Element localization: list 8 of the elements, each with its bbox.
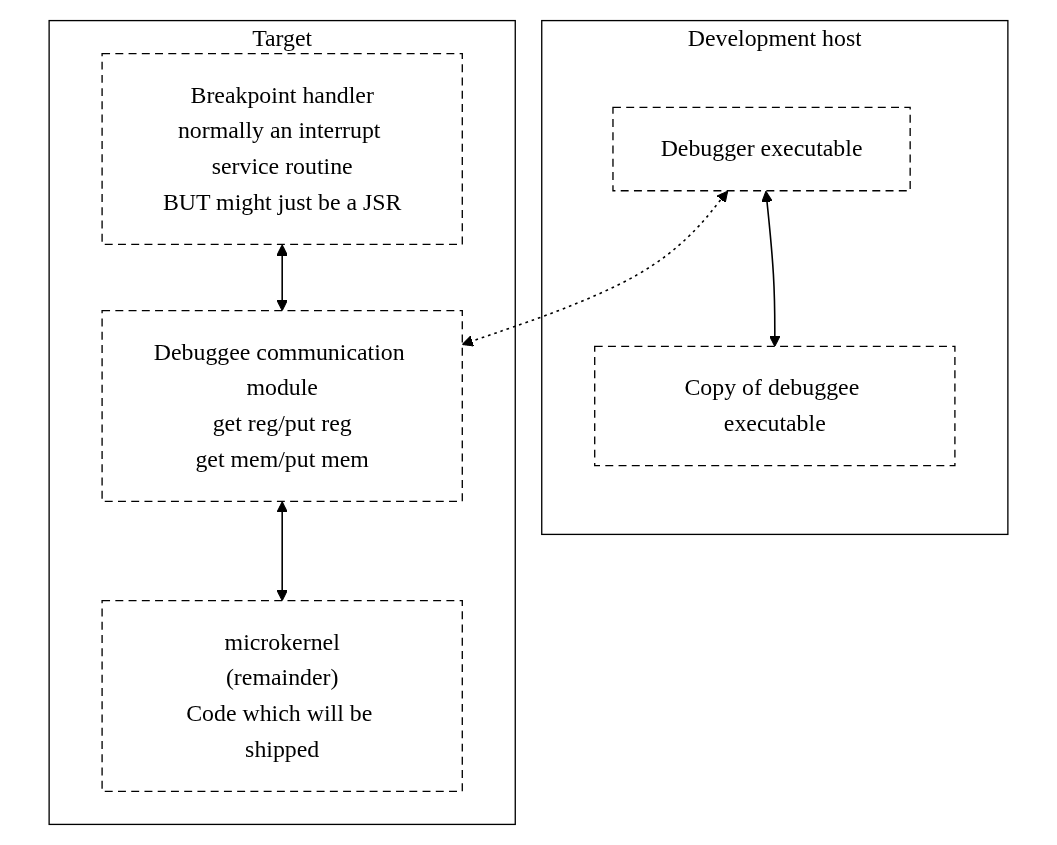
node-box: Breakpoint handler normally an interrupt service routine BUT might just be a JSR xyxy=(101,53,463,246)
node-box: microkernel (remainder) Code which will be shipped xyxy=(101,599,463,792)
arrow xyxy=(276,501,288,602)
arrow xyxy=(761,190,781,347)
node-box: Debuggee communication module get reg/put reg get mem/put mem xyxy=(101,309,463,502)
node-box: Debugger executable xyxy=(612,106,911,192)
node-box: Copy of debuggee executable xyxy=(594,345,956,467)
arrow xyxy=(276,244,288,312)
